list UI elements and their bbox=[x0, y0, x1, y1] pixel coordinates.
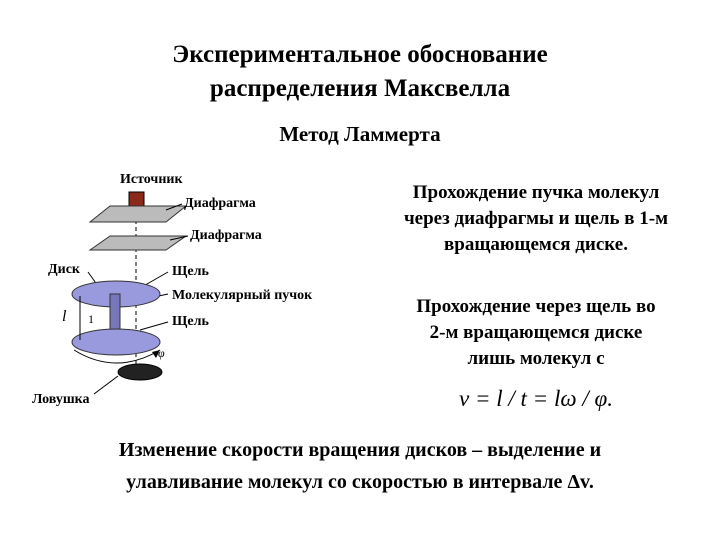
rotation-arrow bbox=[73, 349, 161, 364]
conclusion-line-1: Изменение скорости вращения дисков – выд… bbox=[118, 439, 602, 461]
slit-2-pointer bbox=[139, 321, 169, 331]
molecular-beam-label: Молекулярный пучок bbox=[172, 288, 313, 303]
description-2: Прохождение через щель во 2-м вращающемс… bbox=[352, 294, 720, 372]
marker-label: 1 bbox=[88, 312, 94, 326]
description-2-line-1: Прохождение через щель во bbox=[416, 296, 656, 317]
diaphragm-2-label: Диафрагма bbox=[190, 228, 262, 243]
angle-label: φ bbox=[158, 346, 165, 360]
source-block bbox=[128, 191, 145, 207]
conclusion: Изменение скорости вращения дисков – выд… bbox=[0, 434, 720, 498]
page-title-line-1: Экспериментальное обоснование bbox=[172, 41, 548, 68]
diaphragm-plate-1 bbox=[88, 205, 188, 223]
trap-label: Ловушка bbox=[32, 392, 90, 407]
diaphragm-1-label: Диафрагма bbox=[184, 196, 256, 211]
disk-label: Диск bbox=[48, 262, 80, 277]
description-1-line-2: через диафрагмы и щель в 1-м bbox=[403, 208, 669, 229]
description-1: Прохождение пучка молекул через диафрагм… bbox=[352, 180, 720, 258]
conclusion-line-2: улавливание молекул со скоростью в интер… bbox=[126, 471, 594, 493]
lower-disk bbox=[71, 328, 161, 356]
diaphragm-plate-2 bbox=[88, 235, 188, 251]
description-2-line-3: лишь молекул с bbox=[467, 348, 605, 369]
page-title-line-2: распределения Максвелла bbox=[209, 75, 511, 102]
description-2-line-2: 2-м вращающемся диске bbox=[429, 322, 643, 343]
slit-2-label: Щель bbox=[172, 314, 209, 329]
velocity-formula: v = l / t = lω / φ. bbox=[459, 386, 613, 411]
trap-pointer bbox=[93, 375, 119, 395]
source-label: Источник bbox=[120, 172, 183, 187]
diaphragm-2-pointer bbox=[169, 235, 189, 241]
trap-shape bbox=[117, 363, 163, 381]
length-label: l bbox=[62, 308, 67, 325]
slit-1-label: Щель bbox=[172, 264, 209, 279]
page-subtitle: Метод Ламмерта bbox=[279, 122, 441, 146]
description-1-line-1: Прохождение пучка молекул bbox=[412, 182, 660, 203]
description-1-line-3: вращающемся диске. bbox=[444, 234, 628, 255]
rotation-arrow-head bbox=[152, 350, 160, 358]
diaphragm-1-pointer bbox=[165, 203, 183, 211]
